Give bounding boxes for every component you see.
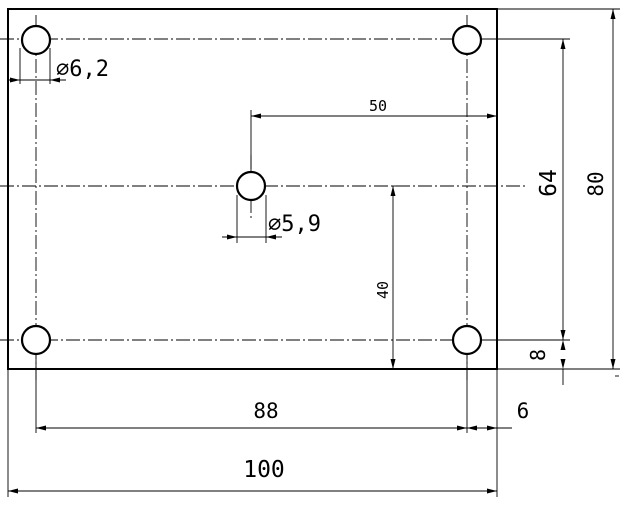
hole-center (235, 170, 267, 202)
dim-center-hole-diameter: ⌀5,9 (268, 212, 321, 237)
hole-top-right (451, 24, 483, 56)
hole-bottom-right (451, 324, 483, 356)
dim-height-80: 80 (584, 171, 608, 196)
dim-bottom-offset-8: 8 (526, 349, 550, 361)
dim-width-100: 100 (243, 457, 285, 483)
plate-outline (7, 8, 498, 370)
extension-lines (7, 8, 620, 497)
hole-bottom-left (20, 324, 52, 356)
dim-hole-spacing-64: 64 (536, 169, 562, 197)
dim-hole-spacing-88: 88 (253, 399, 278, 423)
dim-center-40: 40 (374, 281, 392, 299)
dim-center-50: 50 (369, 97, 387, 115)
arrowheads (8, 9, 616, 494)
dim-corner-hole-diameter: ⌀6,2 (56, 57, 109, 82)
dim-right-offset-6: 6 (517, 399, 530, 423)
hole-top-left (20, 24, 52, 56)
